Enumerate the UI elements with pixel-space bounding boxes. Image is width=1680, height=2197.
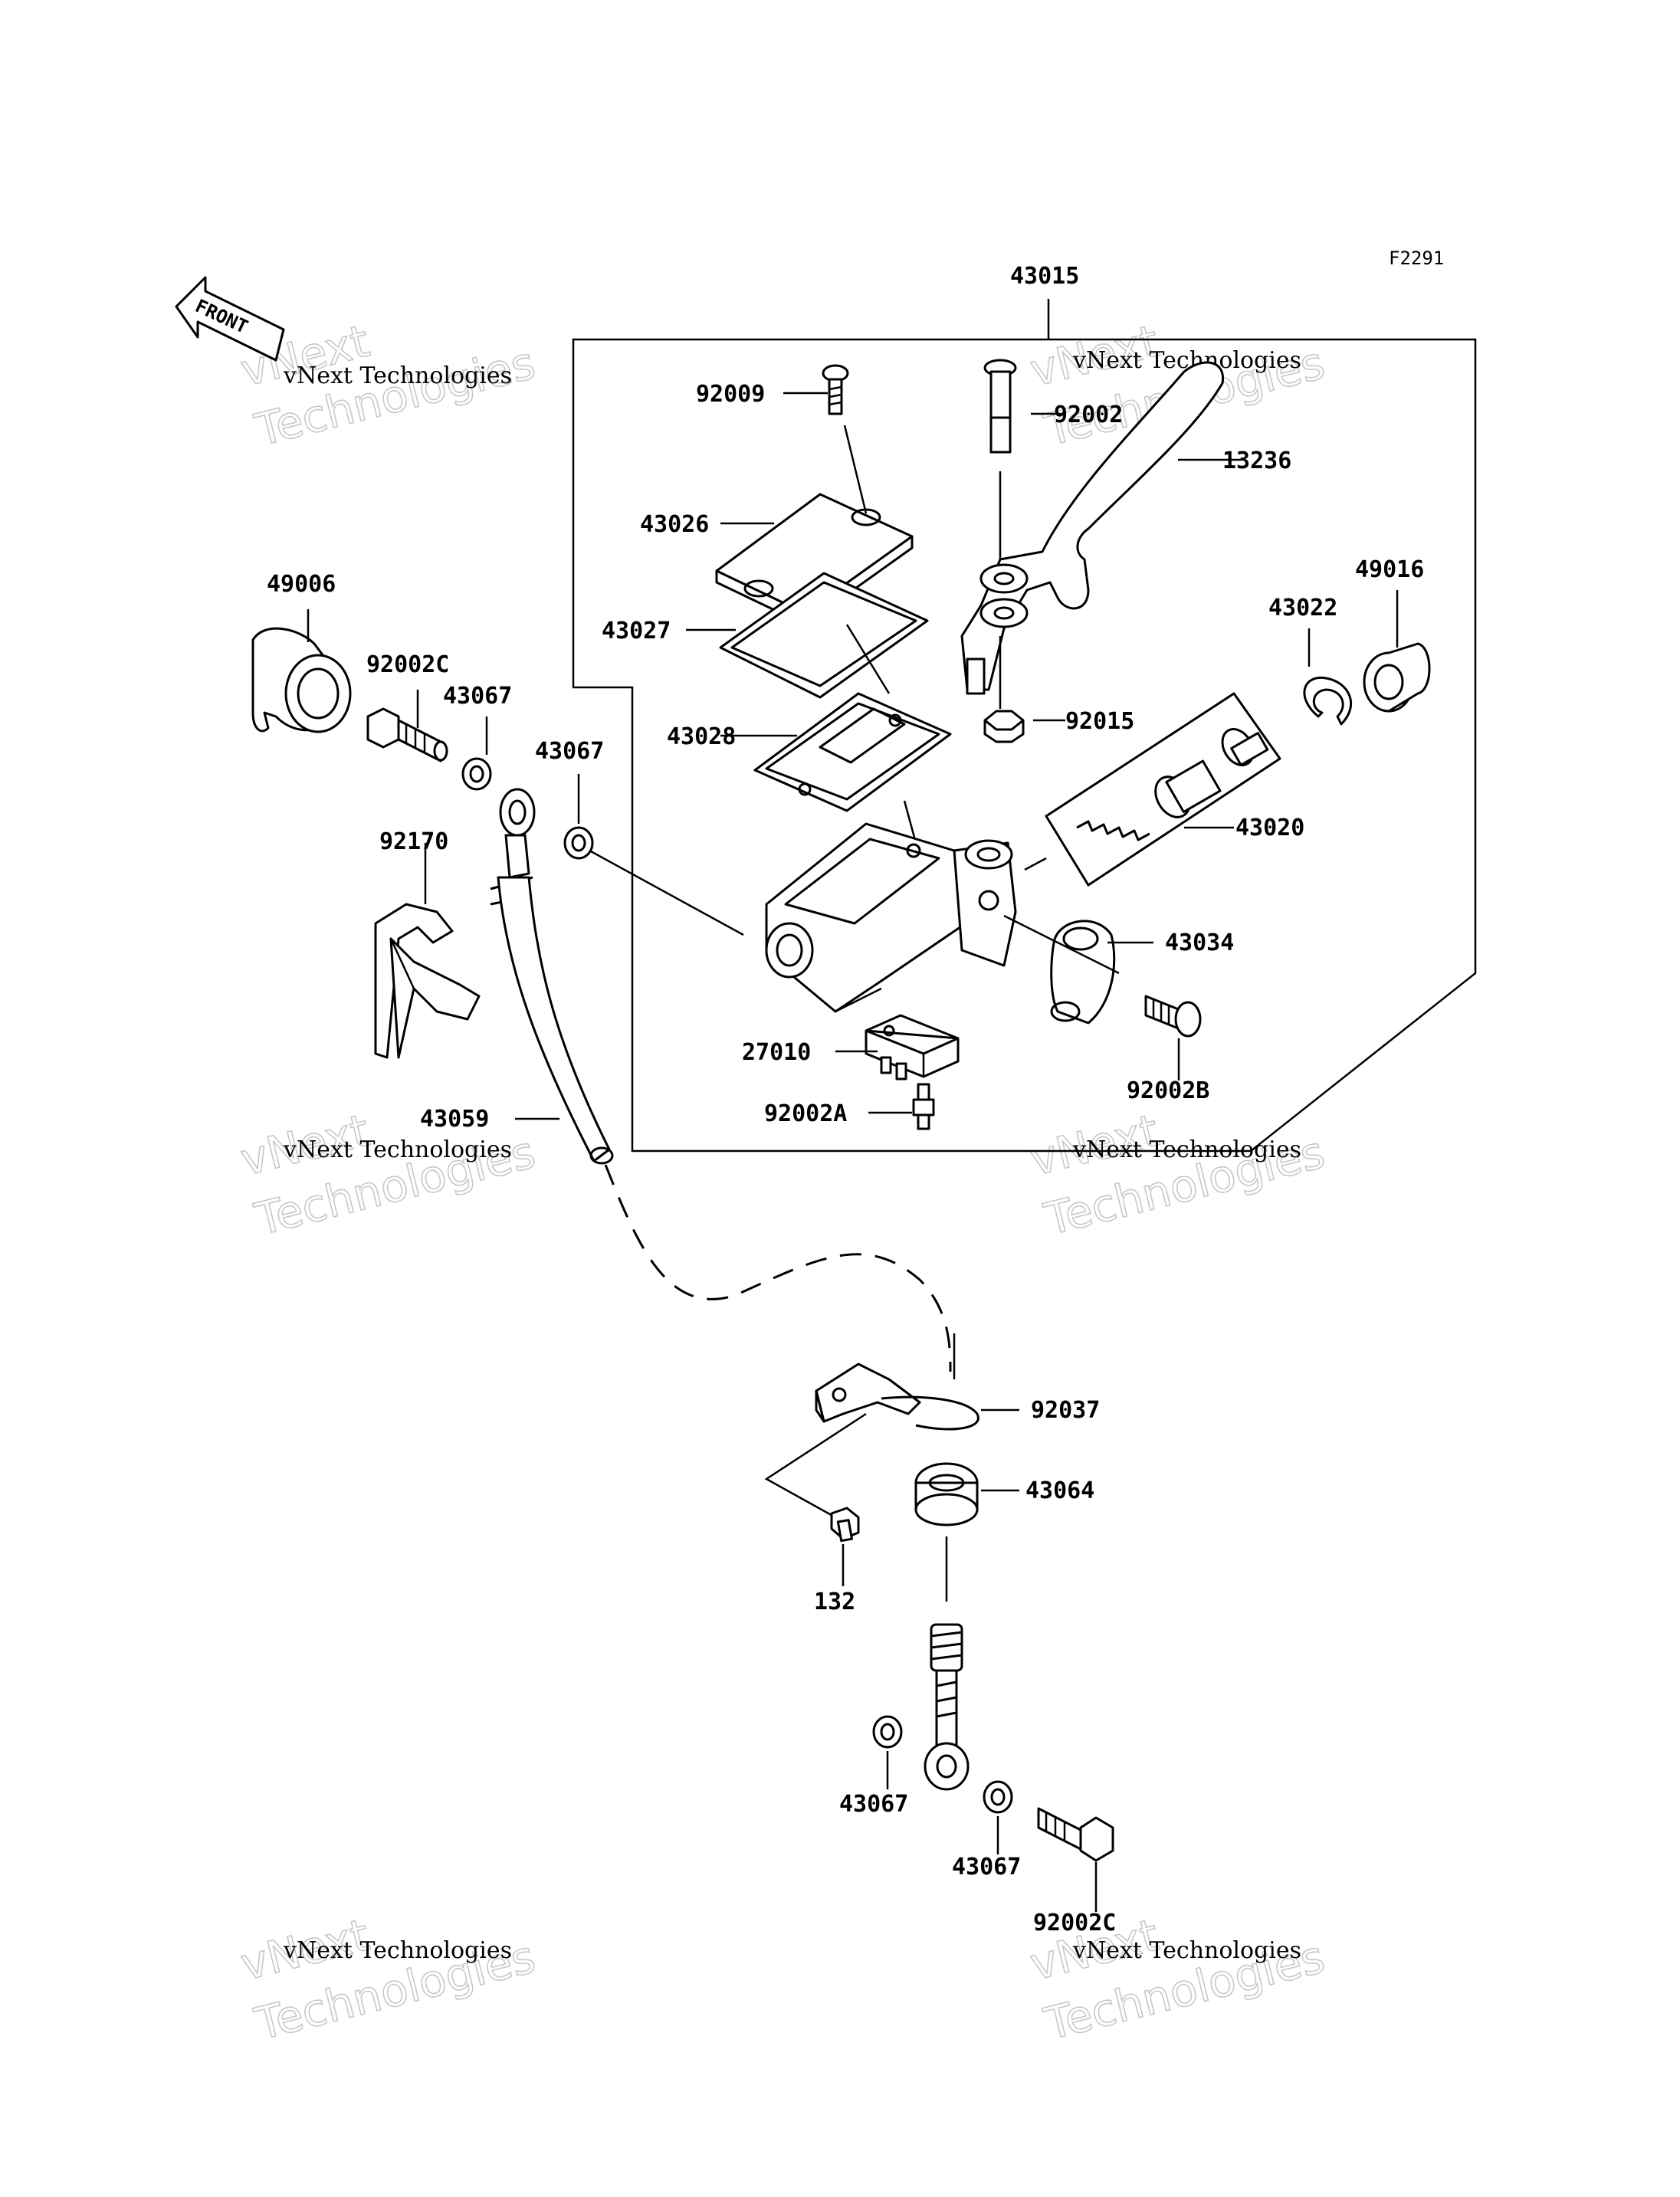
label-132: 132 [814, 1589, 855, 1615]
label-43026: 43026 [640, 511, 709, 538]
dust-boot-49016 [1363, 642, 1431, 713]
label-43015: 43015 [1010, 263, 1079, 290]
label-49006: 49006 [267, 571, 336, 598]
label-92002C-top: 92002C [366, 651, 449, 678]
leader-bracket-bolt [764, 1412, 867, 1519]
label-43020: 43020 [1235, 815, 1304, 841]
label-43064: 43064 [1025, 1477, 1094, 1504]
label-43067-c: 43067 [839, 1791, 908, 1818]
label-92009: 92009 [696, 381, 765, 408]
washer-43067-d [983, 1780, 1013, 1814]
piston-kit-43020 [1045, 692, 1281, 887]
label-92037: 92037 [1031, 1397, 1100, 1424]
grommet-43064 [914, 1462, 979, 1526]
banjo-bolt-92002C-bottom [1037, 1807, 1114, 1862]
bleeder-92002A [912, 1083, 935, 1130]
leader-43028-bottom [903, 800, 917, 844]
watermark-text: vNext Technologies [1072, 1136, 1301, 1163]
label-43028: 43028 [667, 723, 736, 750]
label-92002A: 92002A [764, 1100, 847, 1127]
label-43067-b: 43067 [535, 738, 604, 765]
label-43027: 43027 [602, 618, 671, 644]
lower-hose-end [924, 1623, 970, 1791]
label-49016: 49016 [1355, 556, 1424, 583]
label-43022: 43022 [1268, 595, 1337, 621]
label-43059: 43059 [420, 1106, 489, 1133]
leader-43020-body [1024, 857, 1047, 871]
label-92002: 92002 [1054, 402, 1123, 428]
label-92015: 92015 [1065, 708, 1134, 735]
label-43067-d: 43067 [952, 1854, 1021, 1881]
label-92170: 92170 [379, 828, 448, 855]
label-43034: 43034 [1165, 930, 1234, 956]
leader-body-to-banjo [582, 845, 744, 936]
assembly-outline [572, 338, 1477, 1153]
label-27010: 27010 [742, 1039, 811, 1066]
hose-clamp-92170 [374, 903, 481, 1059]
leader-43028-top [845, 624, 891, 694]
label-43067-a: 43067 [443, 683, 512, 710]
watermark-text: vNext Technologies [283, 1136, 512, 1163]
cover-49006 [251, 627, 352, 733]
label-92002B: 92002B [1127, 1077, 1209, 1104]
banjo-bolt-92002C-top [366, 707, 448, 762]
circlip-43022 [1303, 676, 1352, 726]
washer-43067-a [461, 757, 492, 791]
leader-43034-body [1003, 914, 1120, 975]
diaphragm-plate-43027 [719, 572, 929, 699]
bracket-92037 [815, 1362, 979, 1431]
watermark-text: vNext Technologies [283, 1937, 512, 1964]
label-13236: 13236 [1222, 448, 1291, 474]
label-92002C-bottom: 92002C [1033, 1910, 1116, 1936]
diaphragm-43028 [753, 692, 952, 812]
front-arrow-icon: FRONT [175, 276, 285, 362]
washer-43067-b [563, 826, 594, 860]
switch-27010 [865, 1014, 960, 1080]
figure-code: F2291 [1389, 248, 1444, 269]
hose-routing-dashed [604, 1164, 952, 1372]
bolt-92002B [1144, 995, 1202, 1038]
leader-92009-cap [843, 425, 868, 514]
washer-43067-c [872, 1715, 903, 1749]
watermark-text: vNext Technologies [1072, 1937, 1301, 1964]
pivot-bolt-92002 [983, 359, 1017, 454]
watermark-text: vNext Technologies [283, 362, 512, 389]
brake-lever-13236 [960, 361, 1224, 695]
bolt-132 [830, 1507, 860, 1543]
screw-92009 [822, 364, 849, 415]
brake-hose-43059 [490, 788, 614, 1165]
clamp-43034 [1050, 920, 1116, 1025]
nut-92015 [983, 710, 1025, 743]
master-cylinder-body [765, 822, 1017, 1013]
